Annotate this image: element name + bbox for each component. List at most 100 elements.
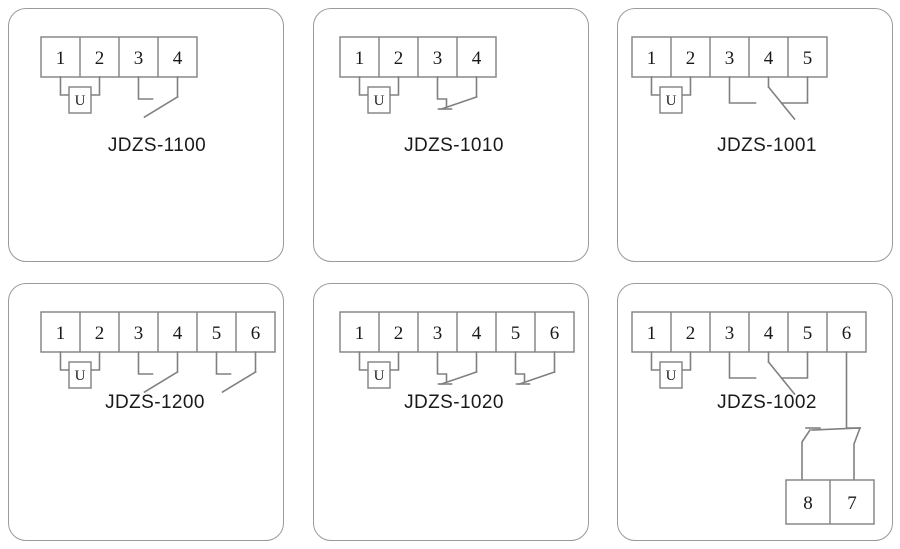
contact-co-345 xyxy=(728,76,809,121)
coil-lead-right xyxy=(389,351,400,371)
contact-nc-34 xyxy=(436,351,478,386)
coil-lead-left xyxy=(358,76,369,96)
nc-fixed-lead xyxy=(728,76,757,104)
coil-box xyxy=(659,361,683,389)
terminal-number-6: 6 xyxy=(251,323,261,344)
coil-symbol: U xyxy=(374,368,385,384)
contact-blade xyxy=(221,370,257,394)
contact-blade xyxy=(767,360,796,396)
terminal-number-3: 3 xyxy=(433,323,443,344)
contact-co-345 xyxy=(728,351,809,396)
terminal-number-1: 1 xyxy=(355,48,365,69)
contact-blade xyxy=(767,85,796,121)
coil-lead-right xyxy=(681,76,692,96)
contact-no-34 xyxy=(137,351,179,394)
coil-symbol: U xyxy=(374,93,385,109)
contact-nc-56 xyxy=(514,351,556,386)
no-fixed-lead xyxy=(780,351,809,379)
coil-symbol: U xyxy=(666,93,677,109)
contact-blade xyxy=(143,95,179,119)
terminal-number-3: 3 xyxy=(433,48,443,69)
fixed-contact-lead xyxy=(514,351,526,383)
coil-box xyxy=(68,361,92,389)
fixed-contact-lead xyxy=(436,76,448,108)
terminal-number-6: 6 xyxy=(550,323,560,344)
fixed-contact-lead xyxy=(215,351,232,375)
coil-box xyxy=(367,86,391,114)
coil-lead-right xyxy=(90,76,101,96)
terminal-number-2: 2 xyxy=(686,323,696,344)
coil-symbol: U xyxy=(75,368,86,384)
coil-lead-left xyxy=(650,76,661,96)
terminal-number-4: 4 xyxy=(472,48,482,69)
aux-lead-terminal-8 xyxy=(801,428,812,481)
coil-symbol: U xyxy=(666,368,677,384)
terminal-number-3: 3 xyxy=(725,48,735,69)
contact-no-34 xyxy=(137,76,179,119)
terminal-number-1: 1 xyxy=(56,48,66,69)
terminal-number-4: 4 xyxy=(764,323,774,344)
terminal-number-1: 1 xyxy=(56,323,66,344)
model-label-jdzs-1020: JDZS-1020 xyxy=(404,392,504,413)
nc-fixed-lead xyxy=(728,351,757,379)
wiring-diagram-jdzs-1010: 1 2 3 4U JDZS-1010 xyxy=(339,36,504,156)
aux-terminal-number-7: 7 xyxy=(847,493,857,514)
terminal-number-1: 1 xyxy=(647,323,657,344)
fixed-contact-lead xyxy=(137,76,154,100)
coil-box xyxy=(68,86,92,114)
terminal-number-2: 2 xyxy=(394,48,404,69)
terminal-number-4: 4 xyxy=(173,48,183,69)
coil-symbol: U xyxy=(75,93,86,109)
coil-lead-right xyxy=(90,351,101,371)
coil-group: U xyxy=(59,76,101,114)
aux-contact-blade xyxy=(811,427,861,431)
terminal-number-4: 4 xyxy=(764,48,774,69)
terminal-number-2: 2 xyxy=(95,323,105,344)
coil-box xyxy=(367,361,391,389)
coil-box xyxy=(659,86,683,114)
coil-lead-left xyxy=(358,351,369,371)
coil-lead-left xyxy=(59,351,70,371)
contact-blade xyxy=(440,370,478,386)
contact-blade xyxy=(143,370,179,394)
model-label-jdzs-1002: JDZS-1002 xyxy=(717,392,817,413)
model-label-jdzs-1001: JDZS-1001 xyxy=(717,135,817,156)
coil-group: U xyxy=(59,351,101,389)
coil-lead-left xyxy=(59,76,70,96)
terminal-number-5: 5 xyxy=(212,323,222,344)
terminal-number-4: 4 xyxy=(173,323,183,344)
coil-lead-right xyxy=(681,351,692,371)
terminal-number-1: 1 xyxy=(355,323,365,344)
terminal-number-5: 5 xyxy=(511,323,521,344)
aux-feed-wire xyxy=(845,351,861,429)
coil-group: U xyxy=(358,76,400,114)
model-label-jdzs-1200: JDZS-1200 xyxy=(105,392,205,413)
terminal-number-4: 4 xyxy=(472,323,482,344)
aux-terminal-number-8: 8 xyxy=(803,493,813,514)
model-label-jdzs-1010: JDZS-1010 xyxy=(404,135,504,156)
terminal-number-1: 1 xyxy=(647,48,657,69)
contact-nc-34 xyxy=(436,76,478,111)
coil-lead-right xyxy=(389,76,400,96)
terminal-number-3: 3 xyxy=(725,323,735,344)
fixed-contact-lead xyxy=(137,351,154,375)
coil-lead-left xyxy=(650,351,661,371)
terminal-number-6: 6 xyxy=(842,323,852,344)
coil-group: U xyxy=(358,351,400,389)
